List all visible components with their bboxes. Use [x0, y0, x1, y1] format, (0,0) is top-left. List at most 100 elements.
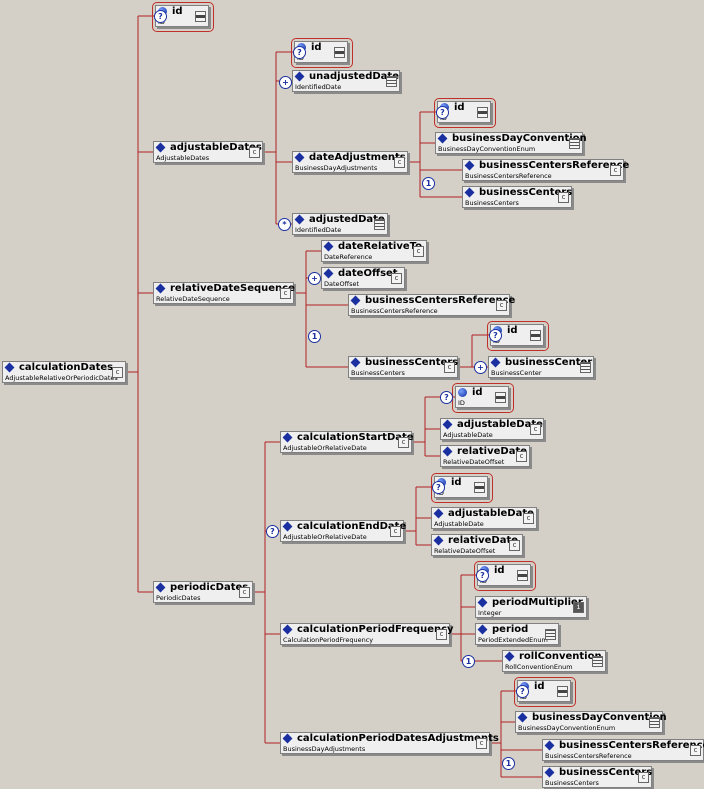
attribute-type-icon[interactable]: [530, 330, 541, 341]
element-diamond-icon: [504, 651, 515, 662]
node-name: adjustedDate: [309, 214, 385, 225]
element-diamond-icon: [294, 152, 305, 163]
element-diamond-icon: [544, 767, 555, 778]
complex-type-icon[interactable]: [509, 540, 520, 551]
node-name: period: [492, 624, 529, 635]
complex-type-icon[interactable]: [558, 192, 569, 203]
attribute-type-icon[interactable]: [334, 47, 345, 58]
zero-or-more-badge-icon: *: [278, 218, 291, 231]
simple-type-icon[interactable]: [592, 656, 603, 667]
complex-type-icon[interactable]: [391, 273, 402, 284]
element-diamond-icon: [282, 733, 293, 744]
attribute-type-icon[interactable]: [474, 482, 485, 493]
complex-type-icon[interactable]: [610, 165, 621, 176]
simple-type-icon[interactable]: [374, 219, 385, 230]
complex-type-icon[interactable]: [530, 424, 541, 435]
element-diamond-icon: [155, 142, 166, 153]
exactly-one-badge-icon: 1: [308, 330, 321, 343]
simple-type-icon[interactable]: [649, 717, 660, 728]
exactly-one-badge-icon: 1: [422, 177, 435, 190]
node-name: dateRelativeTo: [338, 241, 422, 252]
node-type: IdentifiedDate: [295, 83, 342, 91]
attribute-type-icon[interactable]: [195, 11, 206, 22]
attribute-type-icon[interactable]: [517, 570, 528, 581]
complex-type-icon[interactable]: [112, 367, 123, 378]
complex-type-icon[interactable]: [394, 157, 405, 168]
node-name: businessCenters: [559, 767, 653, 778]
attribute-frame: [431, 473, 493, 503]
complex-type-icon[interactable]: [523, 513, 534, 524]
complex-type-icon[interactable]: [436, 629, 447, 640]
element-diamond-icon: [490, 357, 501, 368]
attribute-type-icon[interactable]: [477, 107, 488, 118]
simple-type-icon[interactable]: [545, 629, 556, 640]
optional-badge-icon: ?: [516, 685, 529, 698]
node-name: adjustableDates: [170, 142, 262, 153]
complex-type-icon[interactable]: [413, 246, 424, 257]
element-diamond-icon: [350, 357, 361, 368]
element-diamond-icon: [294, 214, 305, 225]
node-type: AdjustableDate: [443, 431, 493, 439]
complex-type-icon[interactable]: [249, 147, 260, 158]
optional-badge-icon: ?: [293, 46, 306, 59]
simple-type-icon[interactable]: [580, 362, 591, 373]
node-type: BusinessCentersReference: [465, 172, 552, 180]
attribute-type-icon[interactable]: [557, 686, 568, 697]
node-type: PeriodExtendedEnum: [478, 636, 548, 644]
simple-type-icon[interactable]: [386, 76, 397, 87]
element-diamond-icon: [294, 71, 305, 82]
node-type: BusinessDayAdjustments: [283, 745, 366, 753]
complex-type-icon[interactable]: [690, 745, 701, 756]
node-name: businessCentersReference: [365, 295, 516, 306]
complex-type-icon[interactable]: [280, 288, 291, 299]
simple-type-icon[interactable]: [569, 138, 580, 149]
info-icon[interactable]: i: [573, 602, 584, 613]
complex-type-icon[interactable]: [239, 587, 250, 598]
complex-type-icon[interactable]: [398, 437, 409, 448]
node-name: businessCenters: [479, 187, 573, 198]
exactly-one-badge-icon: 1: [502, 757, 515, 770]
complex-type-icon[interactable]: [390, 526, 401, 537]
node-name: adjustableDate: [457, 419, 543, 430]
complex-type-icon[interactable]: [638, 772, 649, 783]
complex-type-icon[interactable]: [496, 300, 507, 311]
element-diamond-icon: [155, 582, 166, 593]
attribute-type-icon[interactable]: [495, 392, 506, 403]
complex-type-icon[interactable]: [476, 738, 487, 749]
complex-type-icon[interactable]: [444, 362, 455, 373]
node-type: BusinessCenter: [491, 369, 542, 377]
node-name: id: [534, 681, 545, 692]
complex-type-icon[interactable]: [516, 451, 527, 462]
